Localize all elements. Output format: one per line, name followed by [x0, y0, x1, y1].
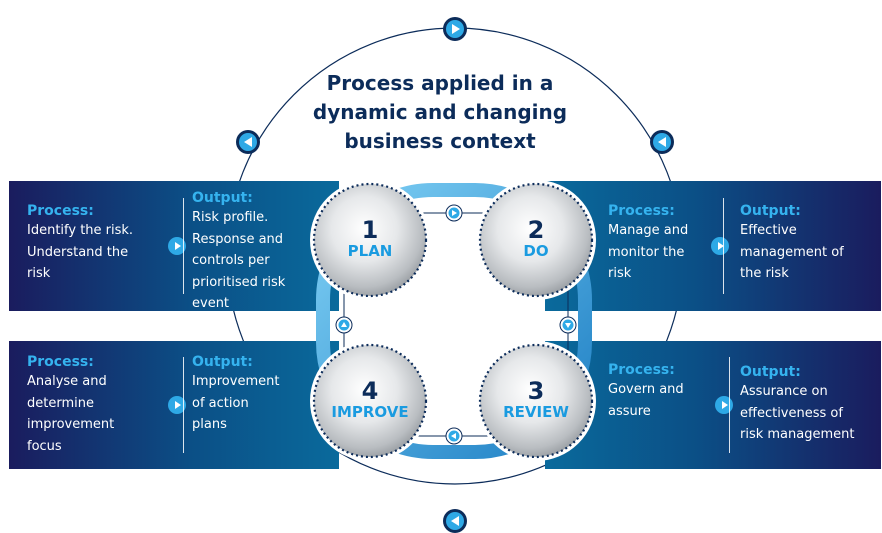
panel-divider [723, 198, 724, 294]
play-left-icon [236, 130, 260, 154]
process-line: risk [608, 266, 632, 281]
diagram-title: Process applied in a dynamic and changin… [300, 69, 580, 156]
output-line: management of [740, 244, 844, 260]
process-line: Govern and [608, 382, 684, 397]
output-line: risk management [740, 427, 855, 442]
plan-process-block: Process: Identify the risk. Understand t… [27, 203, 167, 285]
disc-improve [310, 341, 430, 461]
panel-divider [729, 357, 730, 453]
output-line: controls per [192, 253, 270, 268]
process-line: risk [27, 266, 51, 281]
output-line: Assurance on [740, 384, 828, 399]
stage-number: 2 [527, 216, 545, 244]
stage-review-label: 3 REVIEW [496, 379, 576, 421]
process-label: Process: [608, 203, 675, 219]
stage-number: 4 [361, 377, 379, 405]
process-line: focus [27, 438, 62, 454]
process-label: Process: [608, 362, 675, 378]
do-process-block: Process: Manage and monitor the risk [608, 203, 718, 285]
output-label: Output: [740, 364, 801, 380]
play-left-icon [443, 509, 467, 533]
play-down-icon [559, 316, 577, 334]
stage-name: REVIEW [503, 403, 569, 421]
output-line: Improvement [192, 374, 280, 389]
process-line: Analyse and [27, 374, 107, 389]
process-line: Understand the [27, 244, 129, 260]
process-line: assure [608, 403, 651, 419]
play-icon [168, 396, 186, 414]
output-line: effectiveness of [740, 405, 843, 421]
stage-name: PLAN [347, 242, 393, 260]
stage-number: 3 [527, 377, 545, 405]
output-line: Response and [192, 231, 284, 247]
panel-divider [183, 357, 184, 453]
output-label: Output: [192, 354, 253, 370]
process-label: Process: [27, 203, 94, 219]
process-line: Identify the risk. [27, 223, 134, 238]
title-line: business context [344, 129, 536, 153]
play-left-icon [650, 130, 674, 154]
inner-cycle-ring [316, 183, 592, 459]
output-line: Effective [740, 223, 797, 238]
output-line: prioritised risk [192, 274, 286, 290]
title-line: Process applied in a [326, 71, 554, 95]
output-line: of action [192, 395, 249, 411]
stage-name: DO [523, 242, 549, 260]
output-label: Output: [740, 203, 801, 219]
process-line: improvement [27, 417, 115, 432]
output-line: plans [192, 417, 227, 432]
play-up-icon [335, 316, 353, 334]
output-line: Risk profile. [192, 210, 269, 225]
stage-number: 1 [361, 216, 379, 244]
disc-plan [310, 180, 430, 300]
output-label: Output: [192, 190, 253, 206]
output-line: the risk [740, 266, 789, 281]
process-label: Process: [27, 354, 94, 370]
disc-review [476, 341, 596, 461]
play-left-icon [445, 427, 463, 445]
do-output-block: Output: Effective management of the risk [740, 203, 875, 285]
play-icon [443, 17, 467, 41]
review-output-block: Output: Assurance on effectiveness of ri… [740, 364, 880, 446]
process-line: determine [27, 395, 94, 411]
improve-process-block: Process: Analyse and determine improveme… [27, 354, 167, 457]
review-banner [545, 341, 881, 469]
play-icon [445, 204, 463, 222]
panel-divider [183, 198, 184, 294]
title-line: dynamic and changing [312, 100, 568, 124]
play-icon [711, 237, 729, 255]
output-line: event [192, 296, 230, 311]
process-line: Manage and [608, 223, 689, 238]
plan-output-block: Output: Risk profile. Response and contr… [192, 190, 322, 315]
plan-banner [9, 181, 339, 311]
stage-name: IMPROVE [331, 403, 409, 421]
play-icon [168, 237, 186, 255]
stage-improve-label: 4 IMPROVE [320, 379, 420, 421]
improve-output-block: Output: Improvement of action plans [192, 354, 322, 436]
stage-plan-label: 1 PLAN [330, 218, 410, 260]
process-line: monitor the [608, 244, 685, 260]
stage-do-label: 2 DO [496, 218, 576, 260]
review-process-block: Process: Govern and assure [608, 362, 718, 422]
disc-do [476, 180, 596, 300]
play-icon [715, 396, 733, 414]
